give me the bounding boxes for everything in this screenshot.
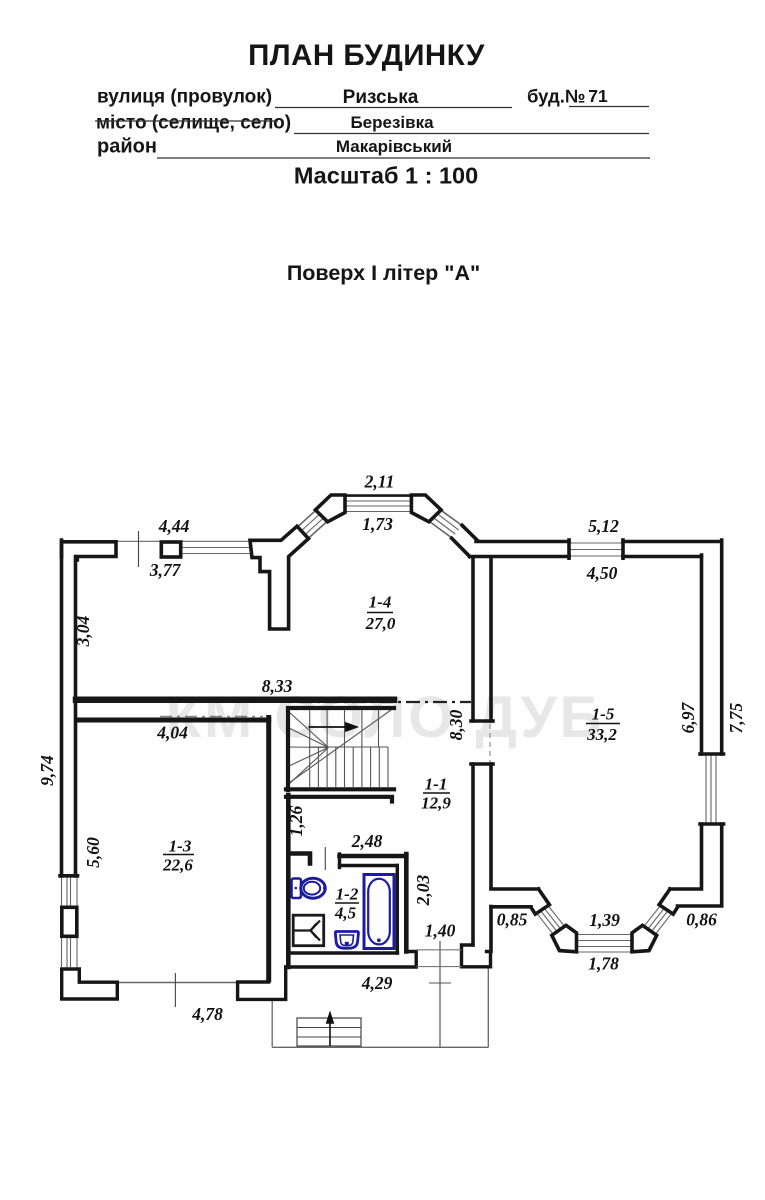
- svg-text:1-3: 1-3: [169, 837, 192, 856]
- svg-text:12,9: 12,9: [421, 794, 451, 813]
- svg-text:27,0: 27,0: [365, 614, 396, 633]
- svg-text:Масштаб 1 : 100: Масштаб 1 : 100: [294, 163, 478, 189]
- svg-text:4,44: 4,44: [158, 516, 190, 536]
- svg-text:3,04: 3,04: [73, 615, 93, 647]
- svg-text:1,39: 1,39: [589, 910, 620, 930]
- svg-text:33,2: 33,2: [586, 725, 617, 744]
- svg-text:5,60: 5,60: [83, 837, 103, 868]
- svg-text:4,50: 4,50: [586, 563, 618, 583]
- svg-text:1-2: 1-2: [336, 885, 359, 904]
- svg-text:вулиця (провулок): вулиця (провулок): [97, 87, 272, 108]
- svg-text:1,78: 1,78: [588, 954, 619, 974]
- svg-text:8,33: 8,33: [262, 676, 293, 696]
- svg-text:буд.№: буд.№: [527, 86, 586, 107]
- svg-text:Березівка: Березівка: [350, 113, 434, 132]
- svg-text:2,11: 2,11: [364, 472, 395, 492]
- svg-text:1,73: 1,73: [362, 514, 393, 534]
- svg-text:Ризська: Ризська: [343, 87, 419, 108]
- svg-text:7,75: 7,75: [726, 702, 746, 733]
- svg-text:1-5: 1-5: [592, 705, 615, 724]
- svg-text:8,30: 8,30: [446, 709, 466, 740]
- svg-text:22,6: 22,6: [162, 856, 193, 875]
- svg-text:9,74: 9,74: [37, 755, 57, 786]
- svg-text:1,26: 1,26: [286, 805, 306, 836]
- svg-text:4,5: 4,5: [334, 904, 357, 923]
- svg-text:4,78: 4,78: [191, 1004, 223, 1024]
- svg-text:0,86: 0,86: [686, 910, 717, 930]
- svg-text:1-1: 1-1: [425, 775, 448, 794]
- svg-text:1,40: 1,40: [425, 921, 456, 941]
- svg-text:71: 71: [588, 86, 608, 106]
- svg-text:4,29: 4,29: [361, 973, 393, 993]
- svg-text:Макарівський: Макарівський: [336, 137, 452, 156]
- svg-text:2,03: 2,03: [413, 874, 433, 906]
- svg-text:Поверх I літер "А": Поверх I літер "А": [287, 261, 480, 285]
- svg-text:5,12: 5,12: [588, 516, 619, 536]
- svg-text:1-4: 1-4: [369, 593, 392, 612]
- svg-text:0,85: 0,85: [497, 910, 528, 930]
- svg-text:ПЛАН БУДИНКУ: ПЛАН БУДИНКУ: [248, 39, 485, 72]
- svg-text:4,04: 4,04: [156, 723, 188, 743]
- svg-text:3,77: 3,77: [149, 560, 182, 580]
- svg-text:6,97: 6,97: [678, 701, 698, 733]
- svg-text:2,48: 2,48: [351, 831, 383, 851]
- svg-text:місто (селище, село): місто (селище, село): [96, 113, 291, 134]
- svg-text:район: район: [97, 136, 157, 158]
